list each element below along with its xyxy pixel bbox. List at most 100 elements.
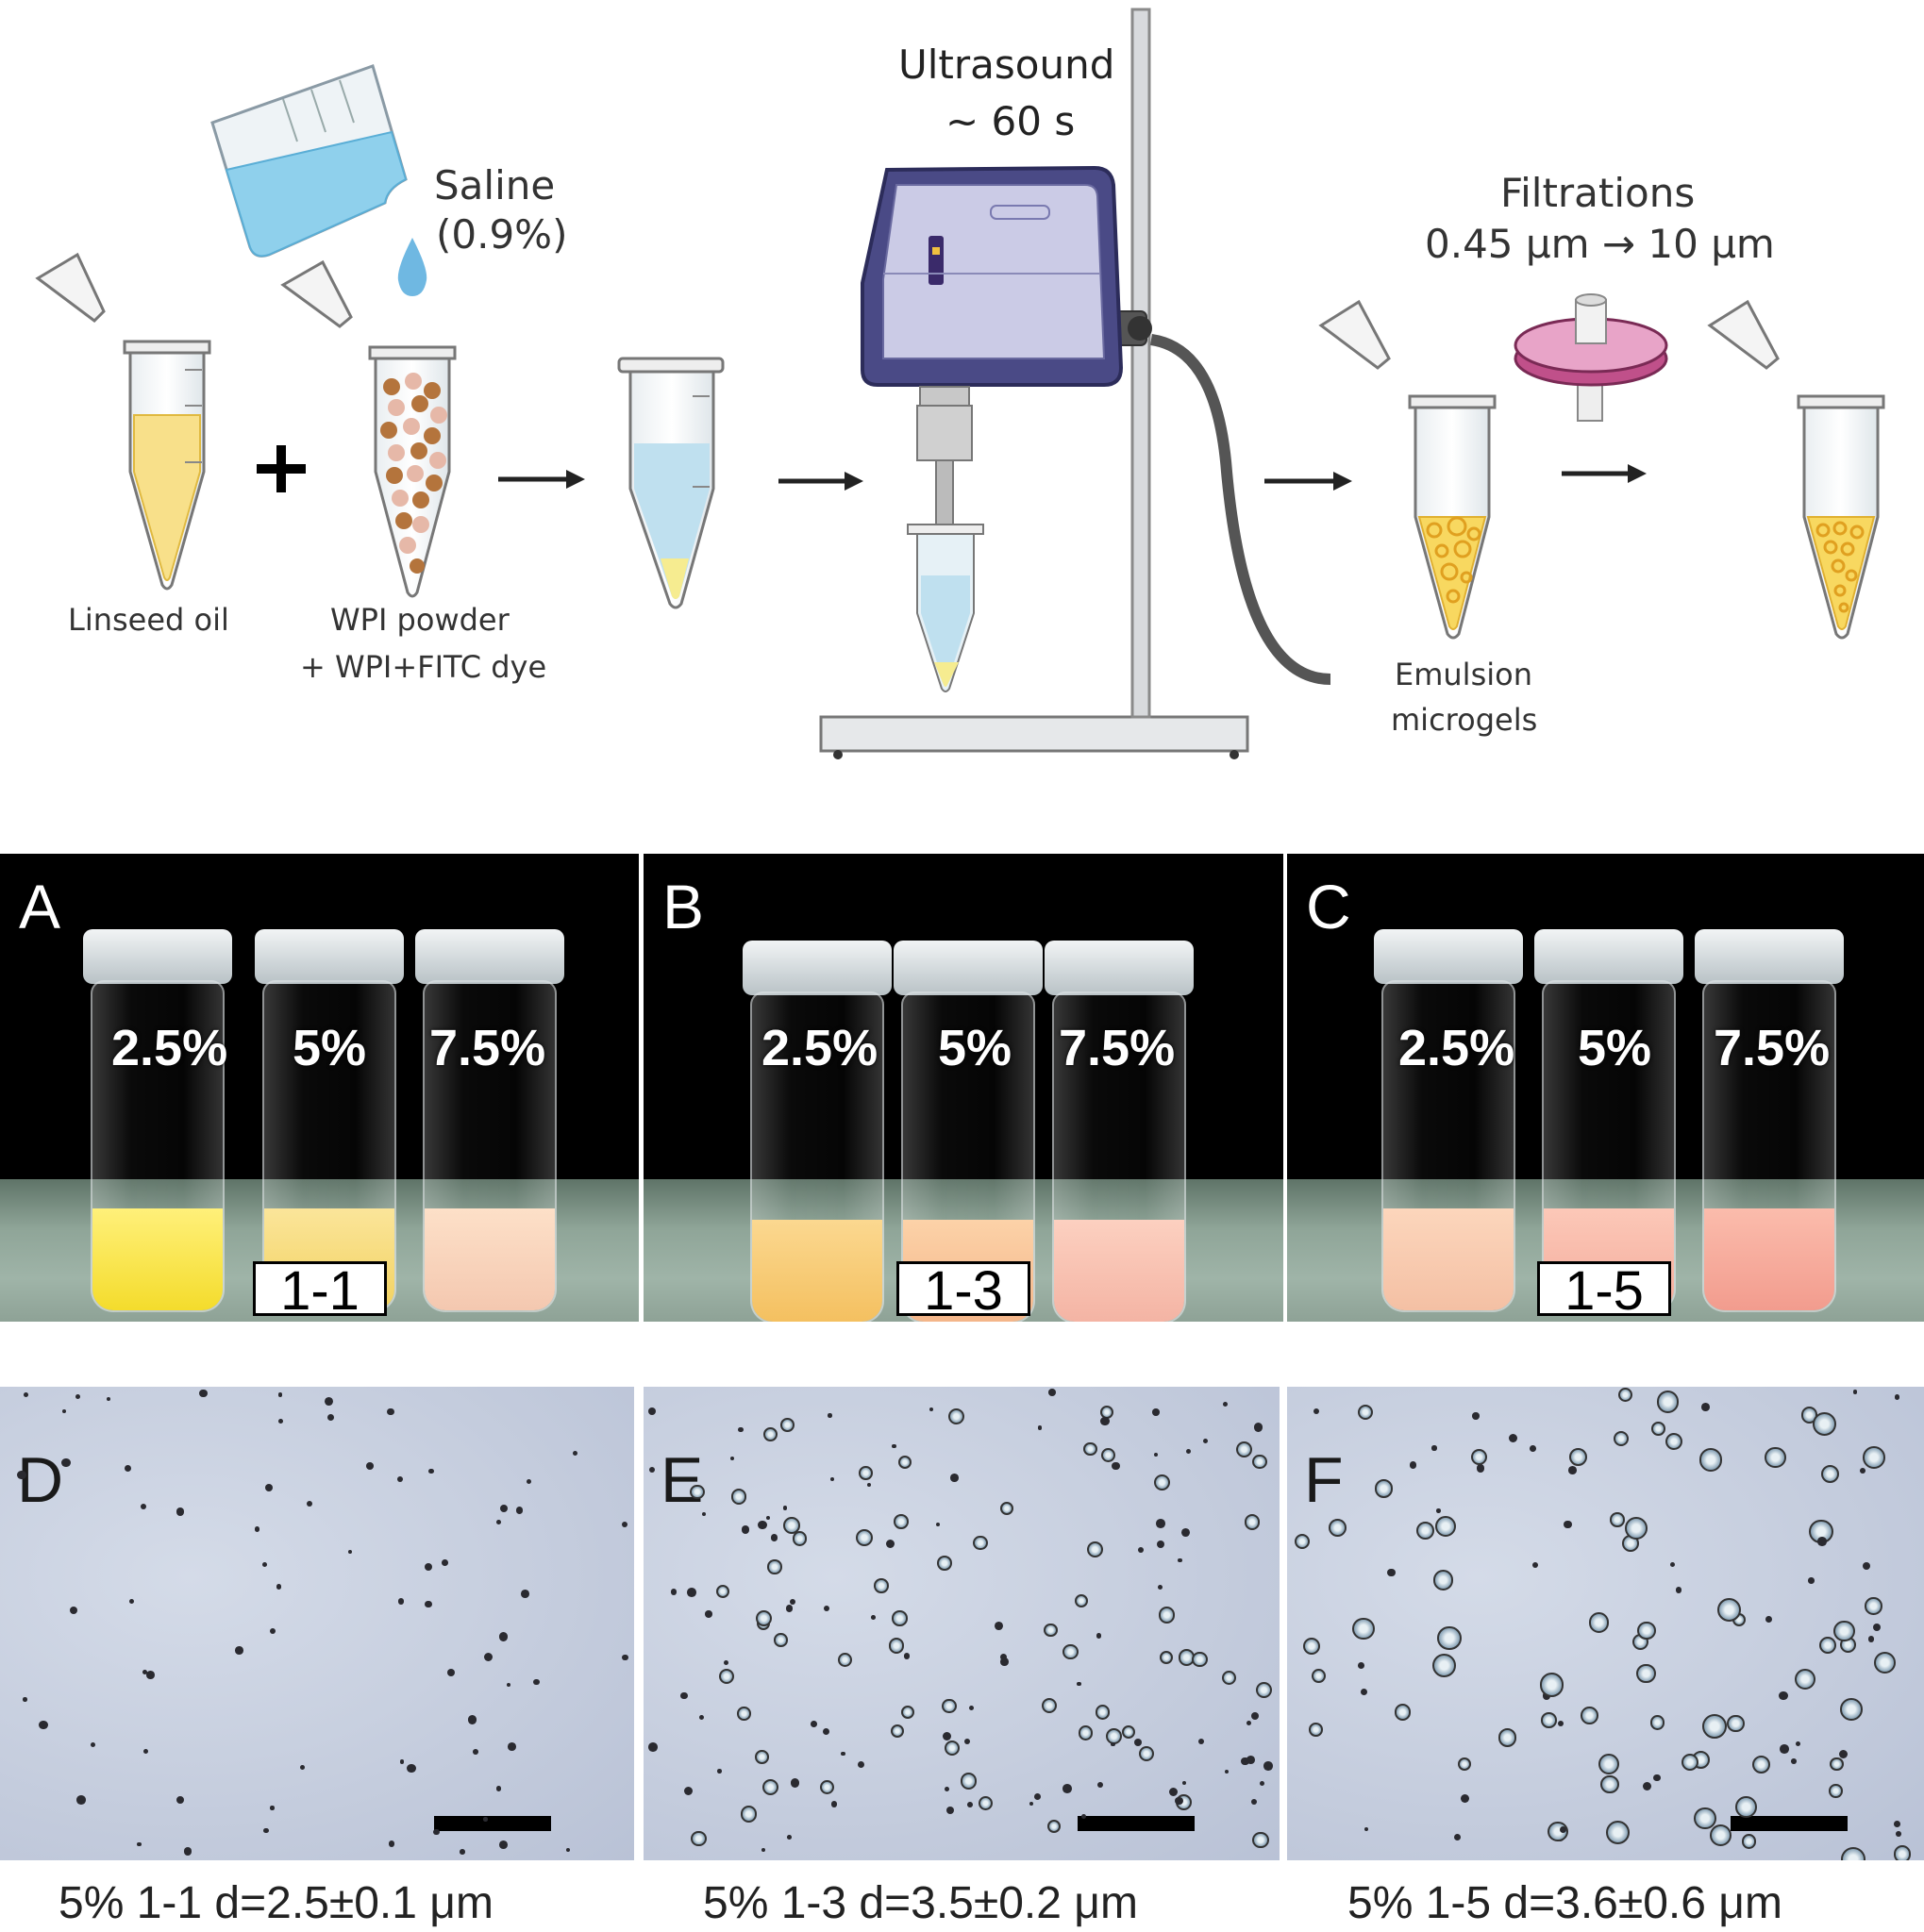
droplet <box>690 1484 705 1500</box>
droplet <box>1454 1833 1462 1840</box>
droplet <box>1033 1793 1041 1801</box>
droplet <box>1637 1621 1656 1640</box>
sonicator-icon <box>819 8 1331 759</box>
droplet <box>263 1827 269 1834</box>
droplet <box>830 1801 838 1807</box>
droplet <box>1841 1846 1865 1860</box>
droplet <box>1580 1706 1598 1724</box>
droplet <box>828 1413 832 1418</box>
droplet <box>1048 1389 1057 1397</box>
panel-letter: E <box>661 1444 704 1516</box>
droplet <box>407 1763 416 1774</box>
droplet <box>1100 1416 1110 1426</box>
droplet <box>897 1455 912 1470</box>
droplet <box>885 1539 895 1548</box>
droplet <box>1241 1757 1249 1766</box>
droplet <box>741 1525 749 1534</box>
droplet <box>945 1806 954 1814</box>
droplet <box>647 1407 656 1415</box>
droplet <box>837 1652 853 1668</box>
droplet <box>723 1660 728 1666</box>
droplet <box>1358 1405 1374 1421</box>
droplet <box>270 1628 276 1635</box>
droplet <box>1833 1620 1855 1642</box>
droplet <box>1037 1425 1043 1430</box>
droplet <box>936 1523 941 1527</box>
droplet <box>761 1847 766 1852</box>
droplet <box>1044 1624 1058 1638</box>
droplet <box>937 1556 953 1571</box>
droplet <box>973 1535 989 1551</box>
droplet <box>1000 1653 1008 1660</box>
micrograph-caption: 5% 1-5 d=3.6±0.6 μm <box>1347 1878 1782 1928</box>
jar <box>1695 929 1844 1312</box>
droplet <box>428 1468 434 1474</box>
droplet <box>1790 1758 1797 1764</box>
droplet <box>1624 1516 1648 1540</box>
droplet <box>963 1738 971 1744</box>
droplet <box>857 1761 865 1769</box>
droplet <box>300 1765 306 1771</box>
droplet <box>1169 1787 1179 1796</box>
linseed-oil-label: Linseed oil <box>68 602 229 638</box>
droplet <box>1364 1826 1369 1831</box>
droplet <box>1074 1593 1089 1608</box>
droplet <box>1358 1662 1365 1670</box>
droplet <box>891 1724 905 1738</box>
droplet <box>1435 1515 1457 1537</box>
droplet <box>278 1419 283 1424</box>
droplet <box>1311 1668 1326 1683</box>
droplet <box>1329 1518 1347 1537</box>
droplet <box>822 1728 829 1736</box>
saline-concentration: (0.9%) <box>436 211 568 258</box>
droplet <box>1617 1388 1632 1403</box>
scale-bar <box>434 1816 551 1831</box>
droplet <box>387 1407 394 1416</box>
panel-letter: B <box>662 872 705 941</box>
droplet <box>1665 1432 1683 1451</box>
droplet <box>737 1707 752 1722</box>
droplet <box>1246 1756 1255 1765</box>
droplet <box>1893 1821 1900 1828</box>
droplet <box>870 1615 876 1620</box>
droplet <box>966 1801 973 1807</box>
droplet <box>1154 1474 1171 1491</box>
droplet <box>264 1483 274 1492</box>
droplet <box>61 1408 67 1414</box>
droplet <box>1121 1724 1135 1740</box>
droplet <box>1303 1638 1321 1656</box>
droplet <box>1111 1741 1115 1746</box>
jar <box>83 929 232 1312</box>
droplet <box>1598 1754 1619 1775</box>
droplet <box>1246 1720 1252 1726</box>
droplet <box>1796 1740 1801 1746</box>
droplet <box>1096 1633 1102 1639</box>
droplet <box>137 1842 142 1847</box>
droplet <box>792 1531 808 1546</box>
droplet <box>261 1561 267 1567</box>
jar <box>1534 929 1683 1312</box>
droplet <box>1062 1784 1072 1794</box>
jar <box>1045 941 1194 1322</box>
droplet <box>950 1474 959 1483</box>
saline-drop-icon <box>397 238 427 296</box>
filtration-label: Filtrations <box>1500 170 1696 216</box>
droplet <box>325 1397 334 1407</box>
droplet <box>1029 1801 1034 1806</box>
droplet <box>866 1483 871 1488</box>
droplet <box>1186 1448 1192 1454</box>
concentration-label: 5% <box>1578 1020 1652 1076</box>
droplet <box>1175 1796 1183 1806</box>
droplet <box>968 1705 974 1710</box>
scale-bar <box>1731 1816 1848 1831</box>
droplet <box>904 1653 911 1659</box>
ultrasound-time: ~ 60 s <box>945 98 1076 144</box>
concentration-label: 7.5% <box>429 1020 546 1076</box>
droplet <box>17 1470 26 1480</box>
droplet <box>761 1778 778 1795</box>
filtered-tube-icon <box>1707 299 1885 640</box>
droplet <box>1812 1411 1837 1437</box>
syringe-filter-icon <box>1514 293 1668 422</box>
concentration-label: 2.5% <box>111 1020 228 1076</box>
panel-letter: A <box>19 872 61 941</box>
